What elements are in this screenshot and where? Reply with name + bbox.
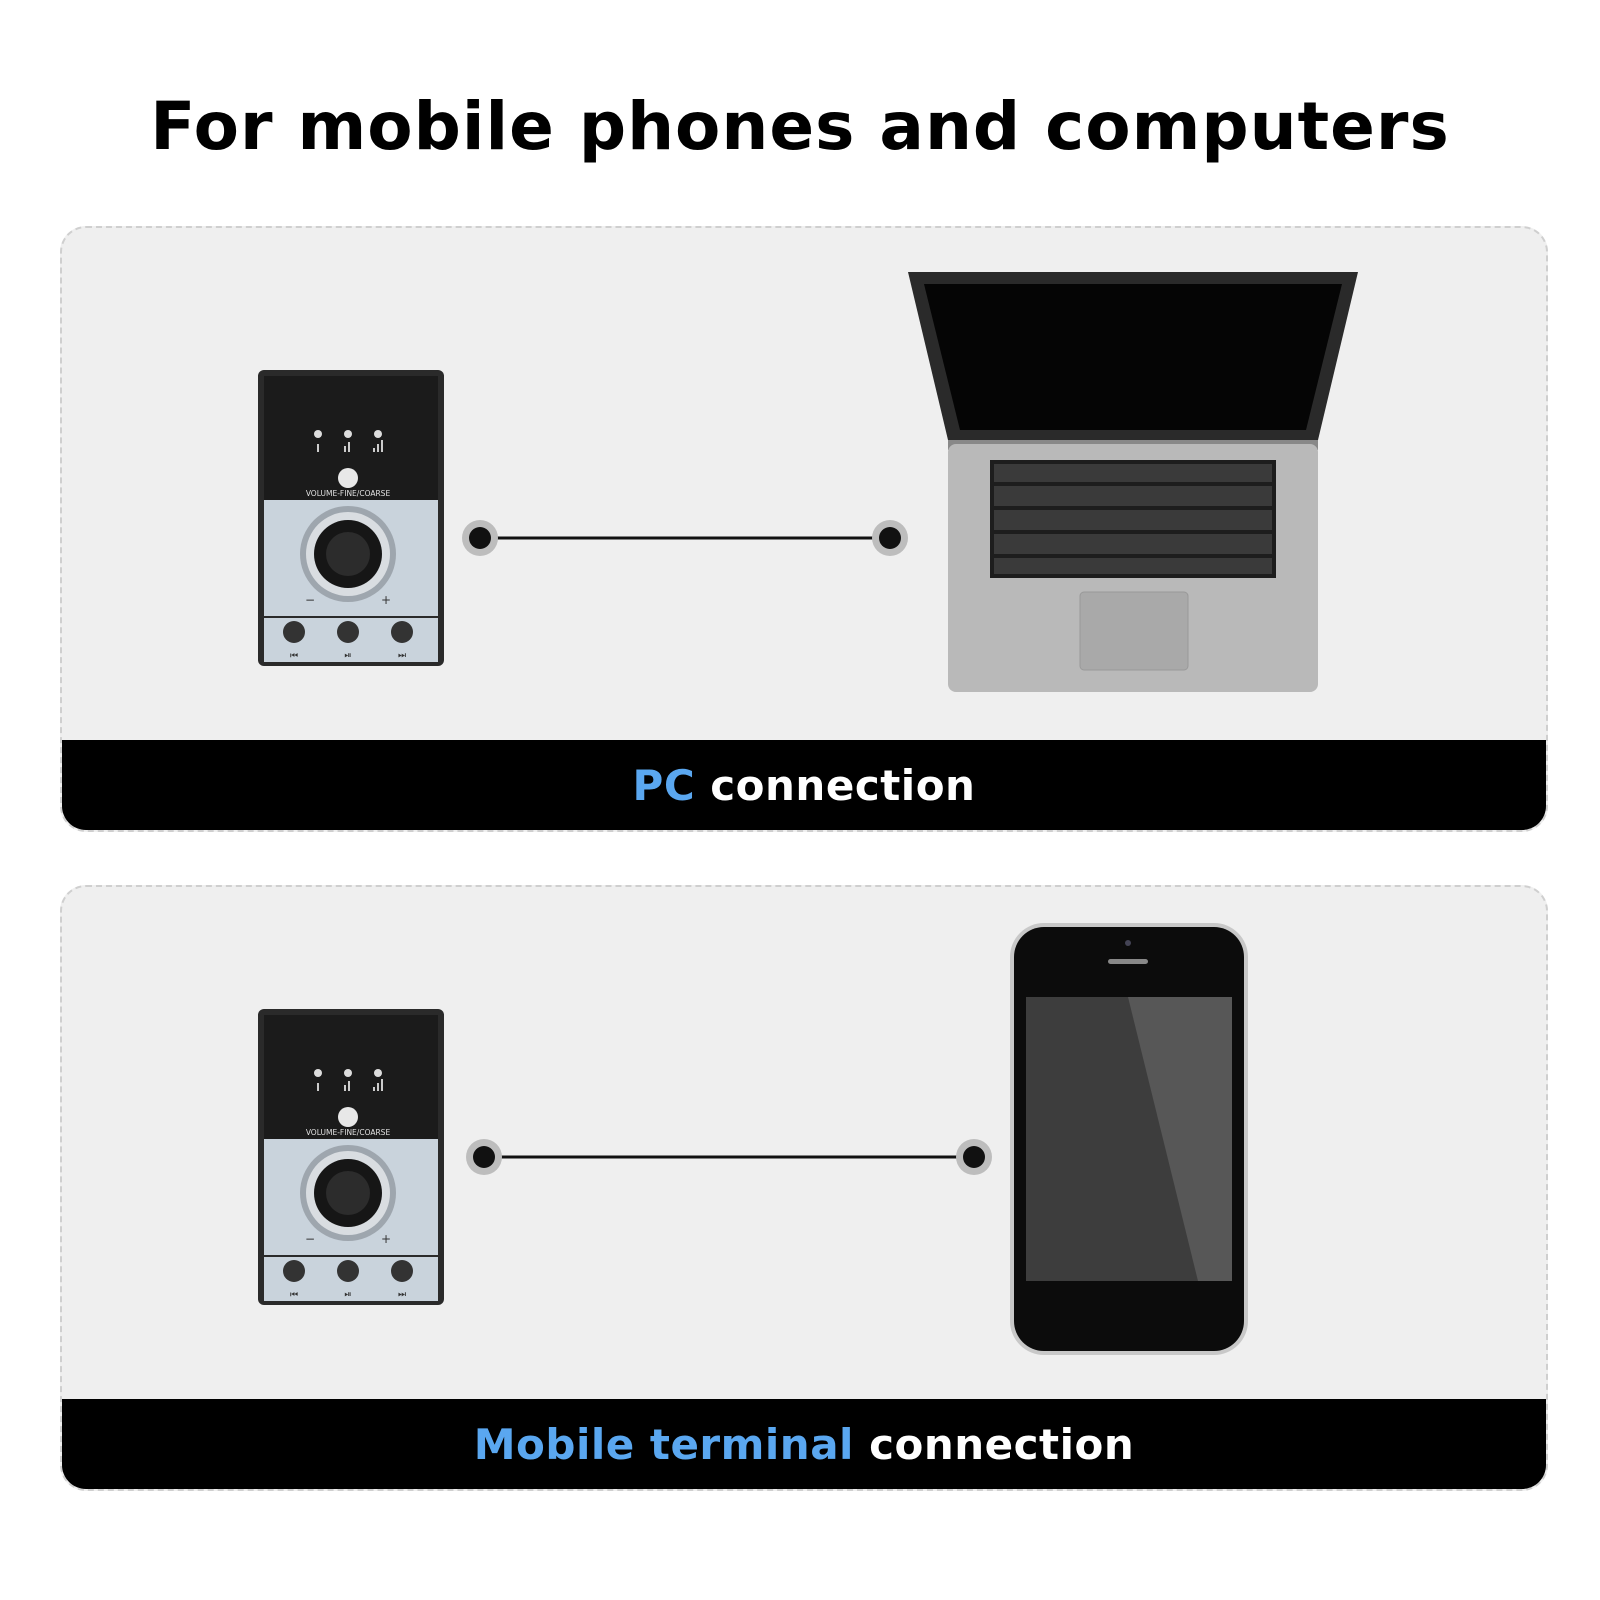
- svg-text:⏭: ⏭: [398, 1290, 406, 1300]
- pc-caption-rest: connection: [710, 760, 976, 810]
- volume-minus-label: −: [305, 593, 315, 607]
- knob-icon[interactable]: [300, 1145, 396, 1241]
- svg-text:⏯: ⏯: [344, 1290, 351, 1300]
- volume-minus-label: −: [305, 1232, 315, 1246]
- volume-plus-label: +: [381, 593, 391, 607]
- mobile-connection-scene: VOLUME-FINE/COARSE − + ⏮ ⏯ ⏭: [62, 887, 1546, 1403]
- previous-track-icon[interactable]: ⏮: [283, 1260, 305, 1300]
- next-track-icon[interactable]: ⏭: [391, 1260, 413, 1300]
- connection-cable: [466, 1139, 992, 1175]
- connection-cable: [462, 520, 908, 556]
- knob-icon[interactable]: [300, 506, 396, 602]
- svg-text:⏮: ⏮: [290, 1290, 298, 1300]
- pc-connection-scene: VOLUME-FINE/COARSE − + ⏮ ⏯ ⏭: [62, 228, 1546, 744]
- connector-dot-icon: [872, 520, 908, 556]
- previous-track-icon[interactable]: ⏮: [283, 621, 305, 661]
- mobile-caption-bar: Mobile terminal connection: [62, 1399, 1546, 1489]
- mobile-caption-highlight: Mobile terminal: [473, 1419, 854, 1469]
- play-pause-icon[interactable]: ⏯: [337, 1260, 359, 1300]
- connector-dot-icon: [466, 1139, 502, 1175]
- pc-caption-bar: PC connection: [62, 740, 1546, 830]
- svg-text:⏭: ⏭: [398, 651, 406, 661]
- pc-caption-highlight: PC: [632, 760, 696, 810]
- play-pause-icon[interactable]: ⏯: [337, 621, 359, 661]
- mobile-phone-image: [1010, 923, 1248, 1355]
- audio-controller-device: VOLUME-FINE/COARSE − + ⏮ ⏯ ⏭: [258, 370, 444, 666]
- connector-dot-icon: [956, 1139, 992, 1175]
- laptop-image: [908, 272, 1358, 692]
- svg-text:⏯: ⏯: [344, 651, 351, 661]
- next-track-icon[interactable]: ⏭: [391, 621, 413, 661]
- knob-label: VOLUME-FINE/COARSE: [306, 489, 391, 498]
- pc-connection-panel: VOLUME-FINE/COARSE − + ⏮ ⏯ ⏭: [60, 226, 1548, 832]
- page-title: For mobile phones and computers: [150, 88, 1450, 165]
- signal-level-icon: [314, 430, 383, 452]
- signal-level-icon: [314, 1069, 383, 1091]
- knob-label: VOLUME-FINE/COARSE: [306, 1128, 391, 1137]
- connector-dot-icon: [462, 520, 498, 556]
- svg-text:⏮: ⏮: [290, 651, 298, 661]
- mobile-caption-rest: connection: [869, 1419, 1135, 1469]
- audio-controller-device: VOLUME-FINE/COARSE − + ⏮ ⏯ ⏭: [258, 1009, 444, 1305]
- volume-plus-label: +: [381, 1232, 391, 1246]
- mobile-connection-panel: VOLUME-FINE/COARSE − + ⏮ ⏯ ⏭: [60, 885, 1548, 1491]
